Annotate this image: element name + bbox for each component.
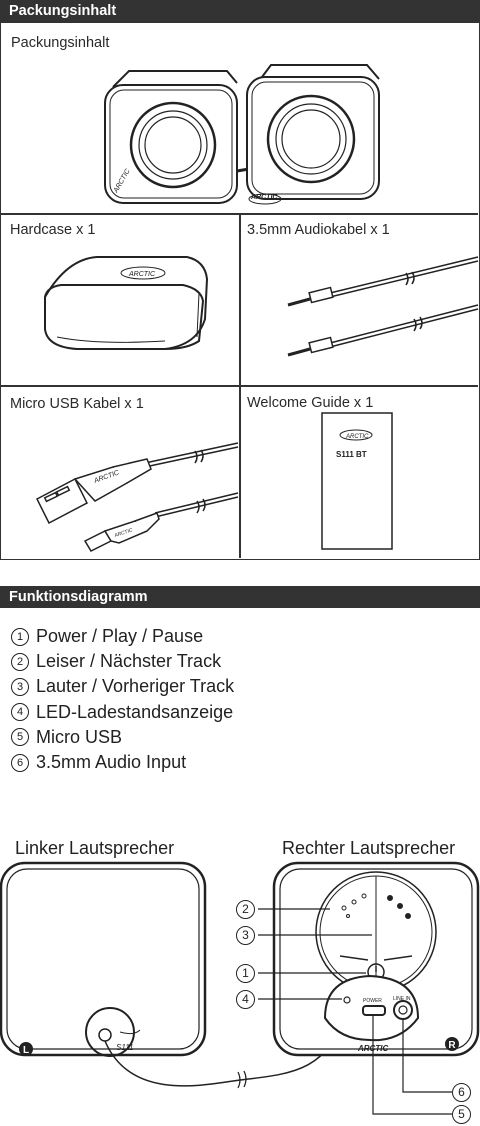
audio-cable-label: 3.5mm Audiokabel x 1 <box>247 222 390 238</box>
list-item: 4 LED-Ladestandsanzeige <box>11 700 234 725</box>
number-badge: 4 <box>11 703 29 722</box>
list-item: 2 Leiser / Nächster Track <box>11 649 234 674</box>
number-badge: 2 <box>11 652 29 671</box>
speakers-illustration: ARCTIC ARCTIC <box>104 64 380 205</box>
list-item: 3 Lauter / Vorheriger Track <box>11 674 234 699</box>
speaker-brand-logo: ARCTIC <box>250 194 278 201</box>
welcome-guide-illustration: ARCTIC S111 BT <box>321 412 393 550</box>
power-port-label: POWER <box>363 998 382 1004</box>
function-text: Power / Play / Pause <box>36 626 204 647</box>
function-text: LED-Ladestandsanzeige <box>36 701 234 722</box>
right-speaker-badge: R <box>448 1040 456 1051</box>
usb-cable-label: Micro USB Kabel x 1 <box>10 396 144 412</box>
section-header-function: Funktionsdiagramm <box>0 586 480 608</box>
hardcase-illustration: ARCTIC <box>44 256 209 350</box>
callout-marker: 6 <box>452 1083 471 1102</box>
usb-cable-illustration: ARCTIC ARCTIC <box>36 442 239 552</box>
function-text: Lauter / Vorheriger Track <box>36 676 235 697</box>
function-list: 1 Power / Play / Pause 2 Leiser / Nächster… <box>11 624 234 775</box>
speakers-label: Packungsinhalt <box>11 35 110 51</box>
number-badge: 5 <box>11 728 29 747</box>
left-speaker-title: Linker Lautsprecher <box>15 838 175 858</box>
callout-marker: 1 <box>236 964 255 983</box>
speaker-diagram: L R S111 POWER LINE IN ARCTIC <box>0 861 480 1115</box>
guide-brand-logo: ARCTIC <box>345 434 369 440</box>
package-contents-grid: Packungsinhalt ARCTIC ARCTIC Hardcase x … <box>0 22 480 560</box>
number-badge: 1 <box>11 627 29 646</box>
usb-brand-logo: ARCTIC <box>113 527 134 539</box>
section-header-contents: Packungsinhalt <box>0 0 480 22</box>
callout-marker: 5 <box>452 1105 471 1124</box>
right-brand-logo: ARCTIC <box>357 1044 388 1053</box>
callout-marker: 2 <box>236 900 255 919</box>
hardcase-brand-logo: ARCTIC <box>128 271 156 278</box>
callout-marker: 4 <box>236 990 255 1009</box>
grid-divider <box>239 213 241 558</box>
right-speaker-title: Rechter Lautsprecher <box>282 838 456 858</box>
list-item: 1 Power / Play / Pause <box>11 624 234 649</box>
callout-marker: 3 <box>236 926 255 945</box>
function-text: Micro USB <box>36 726 123 747</box>
function-text: 3.5mm Audio Input <box>36 752 187 773</box>
list-item: 5 Micro USB <box>11 725 234 750</box>
welcome-guide-label: Welcome Guide x 1 <box>247 395 374 411</box>
function-text: Leiser / Nächster Track <box>36 651 222 672</box>
number-badge: 6 <box>11 753 29 772</box>
line-in-label: LINE IN <box>393 996 411 1002</box>
hardcase-label: Hardcase x 1 <box>10 222 96 238</box>
left-speaker-badge: L <box>23 1045 29 1056</box>
number-badge: 3 <box>11 677 29 696</box>
guide-model-text: S111 BT <box>336 450 367 459</box>
audio-cable-illustration <box>287 256 479 357</box>
left-model-text: S111 <box>116 1043 134 1052</box>
list-item: 6 3.5mm Audio Input <box>11 750 234 775</box>
